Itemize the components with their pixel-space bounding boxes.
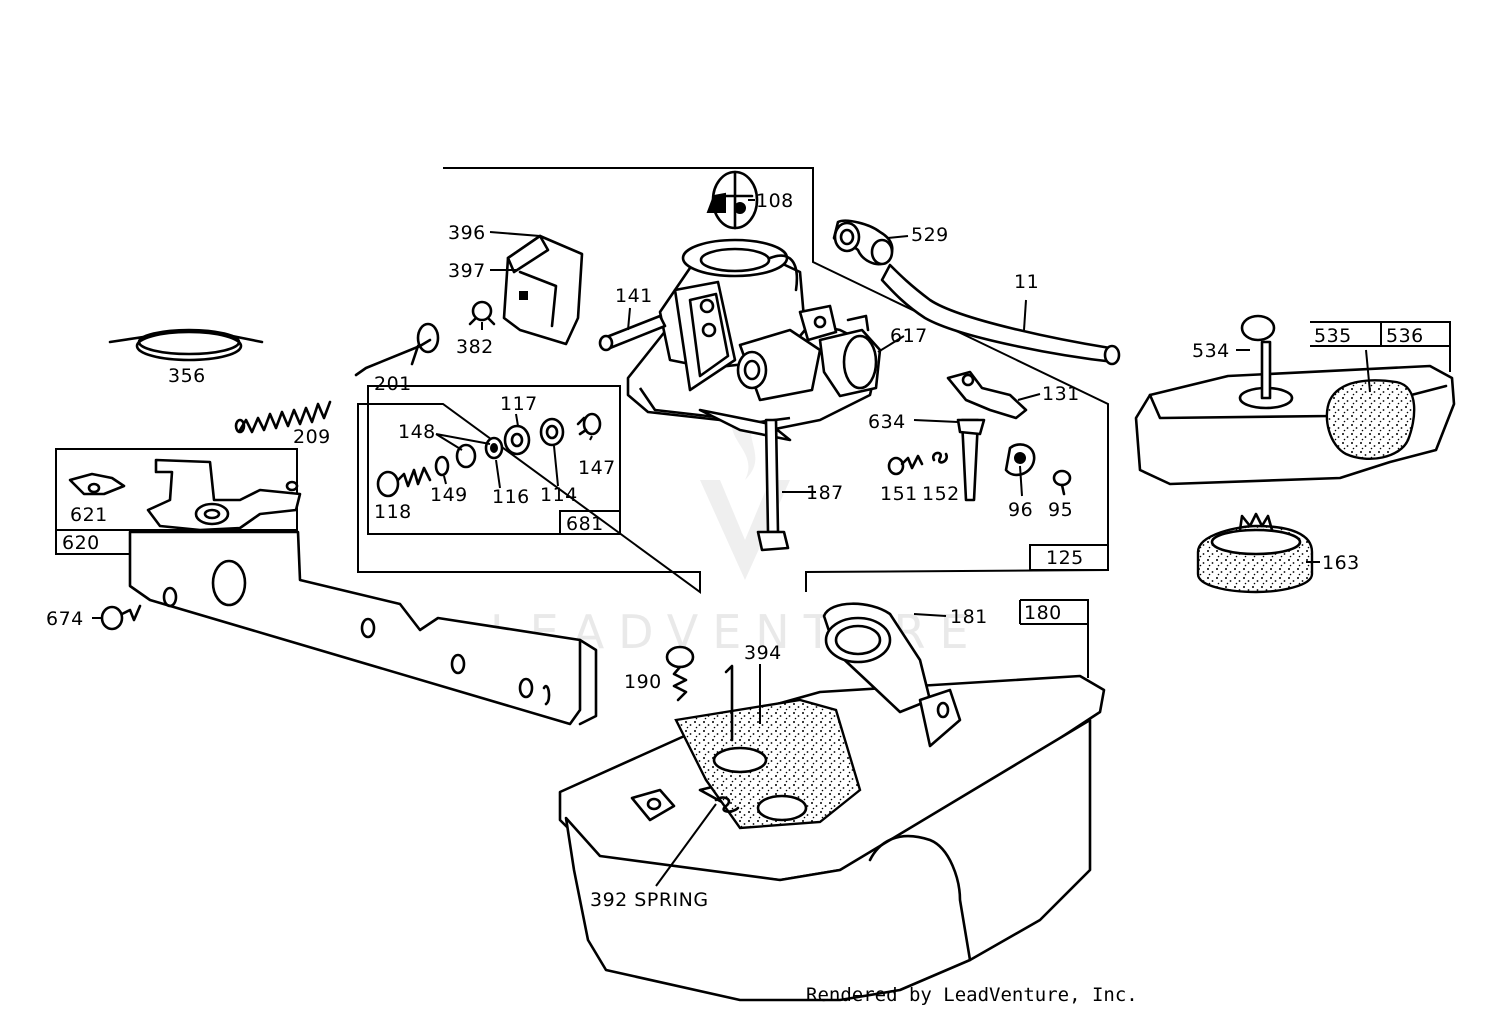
bracket-plate bbox=[128, 530, 598, 726]
spring-392 bbox=[714, 796, 740, 813]
label-163: 163 bbox=[1322, 552, 1360, 574]
label-392-spring: 392 SPRING bbox=[590, 889, 709, 911]
carburetor-group-outline bbox=[357, 167, 1109, 594]
air-cleaner-group-box bbox=[1310, 321, 1451, 372]
label-634: 634 bbox=[868, 411, 906, 433]
label-152: 152 bbox=[922, 483, 960, 505]
label-116: 116 bbox=[492, 486, 530, 508]
screw-151 bbox=[887, 454, 924, 476]
pump-cover-397 bbox=[502, 234, 584, 346]
label-621: 621 bbox=[70, 504, 108, 526]
air-filter-535 bbox=[1325, 379, 1416, 461]
screw-95 bbox=[1052, 469, 1072, 496]
assembly-125-tag bbox=[1029, 544, 1109, 571]
throttle-group-box bbox=[55, 448, 298, 531]
label-397: 397 bbox=[448, 260, 486, 282]
elbow-fitting-529 bbox=[832, 219, 894, 266]
label-190: 190 bbox=[624, 671, 662, 693]
label-536: 536 bbox=[1386, 325, 1424, 347]
label-681: 681 bbox=[566, 513, 604, 535]
label-529: 529 bbox=[911, 224, 949, 246]
kit-681-box bbox=[367, 385, 621, 535]
label-617: 617 bbox=[890, 325, 928, 347]
label-148: 148 bbox=[398, 421, 436, 443]
screw-382 bbox=[468, 300, 496, 326]
clip-621 bbox=[68, 472, 126, 496]
label-620: 620 bbox=[62, 532, 100, 554]
label-534: 534 bbox=[1192, 340, 1230, 362]
screw-674 bbox=[100, 604, 142, 631]
label-96: 96 bbox=[1008, 499, 1033, 521]
pin-141 bbox=[598, 314, 667, 352]
label-394: 394 bbox=[744, 642, 782, 664]
label-151: 151 bbox=[880, 483, 918, 505]
label-114: 114 bbox=[540, 484, 578, 506]
fuel-line-11 bbox=[880, 263, 1121, 366]
choke-lever-131 bbox=[946, 370, 1028, 502]
part-labels: 108 529 396 397 141 11 382 617 356 201 1… bbox=[46, 190, 1424, 911]
label-147: 147 bbox=[578, 457, 616, 479]
label-674: 674 bbox=[46, 608, 84, 630]
label-125: 125 bbox=[1046, 547, 1084, 569]
governor-spring-356 bbox=[108, 328, 264, 362]
label-201: 201 bbox=[374, 373, 412, 395]
spring-209 bbox=[234, 400, 332, 434]
choke-shutter-108 bbox=[706, 170, 759, 230]
label-149: 149 bbox=[430, 484, 468, 506]
base-163 bbox=[1196, 512, 1314, 594]
label-382: 382 bbox=[456, 336, 494, 358]
choke-shaft-96 bbox=[1004, 443, 1036, 477]
label-95: 95 bbox=[1048, 499, 1073, 521]
governor-link-201 bbox=[354, 322, 440, 377]
label-141: 141 bbox=[615, 285, 653, 307]
screw-190 bbox=[665, 645, 695, 702]
kit-681-parts bbox=[376, 412, 602, 498]
label-396: 396 bbox=[448, 222, 486, 244]
spring-152 bbox=[932, 451, 948, 464]
label-356: 356 bbox=[168, 365, 206, 387]
label-187: 187 bbox=[806, 482, 844, 504]
tank-group-box bbox=[1020, 599, 1089, 678]
label-181: 181 bbox=[950, 606, 988, 628]
main-jet-needle-187 bbox=[756, 418, 790, 552]
label-131: 131 bbox=[1042, 383, 1080, 405]
kit-681-tag bbox=[559, 510, 621, 535]
label-209: 209 bbox=[293, 426, 331, 448]
label-11: 11 bbox=[1014, 271, 1039, 293]
leader-lines bbox=[92, 199, 1371, 887]
throttle-bracket-620 bbox=[146, 458, 302, 532]
label-117: 117 bbox=[500, 393, 538, 415]
label-118: 118 bbox=[374, 501, 412, 523]
render-credit: Rendered by LeadVenture, Inc. bbox=[806, 984, 1138, 1006]
gasket-394 bbox=[674, 664, 862, 830]
label-108: 108 bbox=[756, 190, 794, 212]
label-535: 535 bbox=[1314, 325, 1352, 347]
label-180: 180 bbox=[1024, 602, 1062, 624]
carburetor-body bbox=[626, 238, 882, 442]
